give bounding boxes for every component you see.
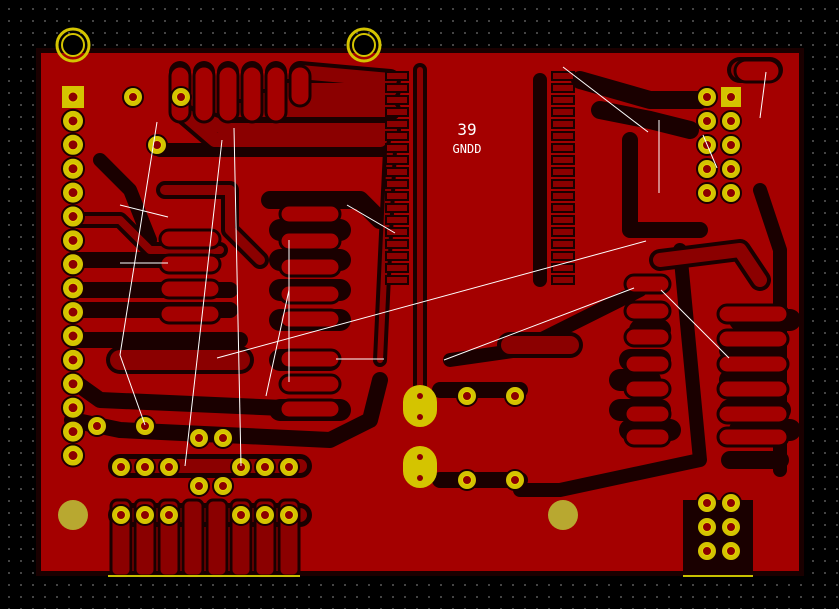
round-pad[interactable] xyxy=(212,427,234,449)
round-pad[interactable] xyxy=(696,516,718,538)
fine-pitch-ic-right[interactable] xyxy=(551,71,575,285)
net-number-label: 39 xyxy=(457,120,477,139)
round-pad[interactable] xyxy=(278,504,300,526)
round-pad[interactable] xyxy=(720,540,742,562)
round-pad[interactable] xyxy=(720,110,742,132)
crystal-pads[interactable] xyxy=(403,385,437,488)
square-pad[interactable] xyxy=(62,86,84,108)
round-pad[interactable] xyxy=(61,443,85,468)
round-pad[interactable] xyxy=(188,427,210,449)
round-pad[interactable] xyxy=(134,504,156,526)
top-connector-pads[interactable] xyxy=(168,64,312,124)
round-pad[interactable] xyxy=(61,228,85,253)
round-pad[interactable] xyxy=(696,110,718,132)
round-pad[interactable] xyxy=(456,469,478,491)
round-pad[interactable] xyxy=(720,516,742,538)
round-pad[interactable] xyxy=(696,182,718,204)
round-pad[interactable] xyxy=(61,180,85,205)
round-pad[interactable] xyxy=(110,456,132,478)
round-pad[interactable] xyxy=(170,86,192,108)
ic-right-pads[interactable] xyxy=(623,58,790,448)
round-pad[interactable] xyxy=(278,456,300,478)
through-hole-pads[interactable] xyxy=(86,86,742,562)
round-pad[interactable] xyxy=(212,475,234,497)
right-header[interactable] xyxy=(696,86,742,204)
round-pad[interactable] xyxy=(188,475,210,497)
fine-pitch-ic-left[interactable] xyxy=(385,71,409,285)
round-pad[interactable] xyxy=(61,276,85,301)
round-pad[interactable] xyxy=(61,347,85,372)
round-pad[interactable] xyxy=(61,300,85,325)
bottom-right-connector[interactable] xyxy=(683,500,753,576)
round-pad[interactable] xyxy=(720,158,742,180)
ic-left-pads[interactable] xyxy=(158,203,342,420)
round-pad[interactable] xyxy=(61,419,85,444)
round-pad[interactable] xyxy=(134,415,156,437)
square-pad[interactable] xyxy=(721,87,741,107)
round-pad[interactable] xyxy=(61,156,85,181)
round-pad[interactable] xyxy=(61,395,85,420)
round-pad[interactable] xyxy=(158,504,180,526)
round-pad[interactable] xyxy=(254,504,276,526)
round-pad[interactable] xyxy=(134,456,156,478)
round-pad[interactable] xyxy=(504,385,526,407)
round-pad[interactable] xyxy=(696,492,718,514)
round-pad[interactable] xyxy=(86,415,108,437)
round-pad[interactable] xyxy=(696,540,718,562)
round-pad[interactable] xyxy=(146,134,168,156)
round-pad[interactable] xyxy=(61,108,85,133)
round-pad[interactable] xyxy=(720,134,742,156)
net-name-label: GNDD xyxy=(452,142,482,156)
round-pad[interactable] xyxy=(456,385,478,407)
round-pad[interactable] xyxy=(110,504,132,526)
mounting-holes[interactable] xyxy=(55,27,578,530)
round-pad[interactable] xyxy=(720,492,742,514)
round-pad[interactable] xyxy=(61,132,85,157)
ratsnest-lines xyxy=(119,66,767,467)
left-header[interactable] xyxy=(61,86,85,468)
round-pad[interactable] xyxy=(504,469,526,491)
round-pad[interactable] xyxy=(720,182,742,204)
round-pad[interactable] xyxy=(696,158,718,180)
round-pad[interactable] xyxy=(230,504,252,526)
round-pad[interactable] xyxy=(696,86,718,108)
round-pad[interactable] xyxy=(61,204,85,229)
round-pad[interactable] xyxy=(61,324,85,348)
round-pad[interactable] xyxy=(122,86,144,108)
round-pad[interactable] xyxy=(254,456,276,478)
round-pad[interactable] xyxy=(61,252,85,277)
round-pad[interactable] xyxy=(61,371,85,396)
round-pad[interactable] xyxy=(158,456,180,478)
